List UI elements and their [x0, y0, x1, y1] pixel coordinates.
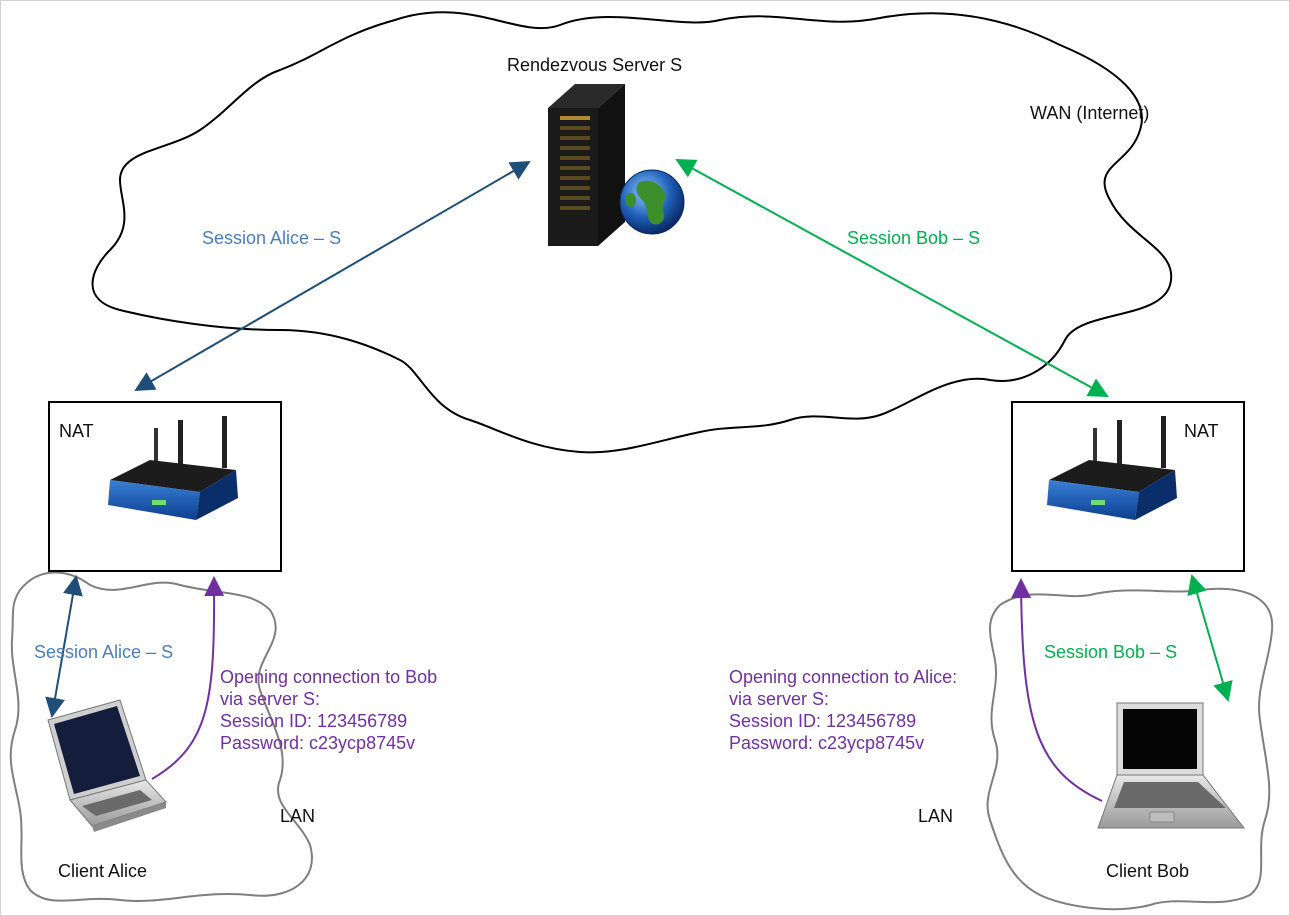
session-alice-lan-label: Session Alice – S — [34, 642, 173, 662]
lan-left-cloud — [9, 571, 313, 903]
bob-message-line-4: Password: c23ycp8745v — [729, 733, 924, 753]
wan-label: WAN (Internet) — [1030, 103, 1149, 123]
lan-right-label: LAN — [918, 806, 953, 826]
alice-message: Opening connection to Bob via server S: … — [220, 667, 437, 753]
arrow-alice-lan — [45, 575, 83, 718]
server-icon — [548, 84, 625, 246]
lan-left-label: LAN — [280, 806, 315, 826]
wan-cloud — [91, 11, 1173, 454]
arrow-bob-message — [1011, 578, 1103, 802]
alice-message-line-4: Password: c23ycp8745v — [220, 733, 415, 753]
bob-message: Opening connection to Alice: via server … — [729, 667, 957, 753]
nat-right-label: NAT — [1184, 421, 1219, 441]
bob-message-line-1: Opening connection to Alice: — [729, 667, 957, 687]
bob-message-line-2: via server S: — [729, 689, 829, 709]
nat-left-label: NAT — [59, 421, 94, 441]
client-alice-label: Client Alice — [58, 861, 147, 881]
laptop-bob-icon — [1097, 702, 1246, 829]
client-bob-label: Client Bob — [1106, 861, 1189, 881]
session-bob-wan-label: Session Bob – S — [847, 228, 980, 248]
server-label: Rendezvous Server S — [507, 55, 682, 75]
arrow-bob-lan — [1187, 574, 1233, 702]
alice-message-line-3: Session ID: 123456789 — [220, 711, 407, 731]
globe-icon — [619, 169, 685, 235]
alice-message-line-2: via server S: — [220, 689, 320, 709]
session-bob-lan-label: Session Bob – S — [1044, 642, 1177, 662]
arrow-bob-wan — [675, 159, 1109, 397]
arrow-alice-message — [151, 576, 225, 780]
laptop-alice-icon — [47, 699, 167, 832]
router-left-icon — [108, 416, 238, 520]
session-alice-wan-label: Session Alice – S — [202, 228, 341, 248]
bob-message-line-3: Session ID: 123456789 — [729, 711, 916, 731]
arrow-alice-wan — [134, 160, 531, 392]
alice-message-line-1: Opening connection to Bob — [220, 667, 437, 687]
router-right-icon — [1047, 416, 1177, 520]
